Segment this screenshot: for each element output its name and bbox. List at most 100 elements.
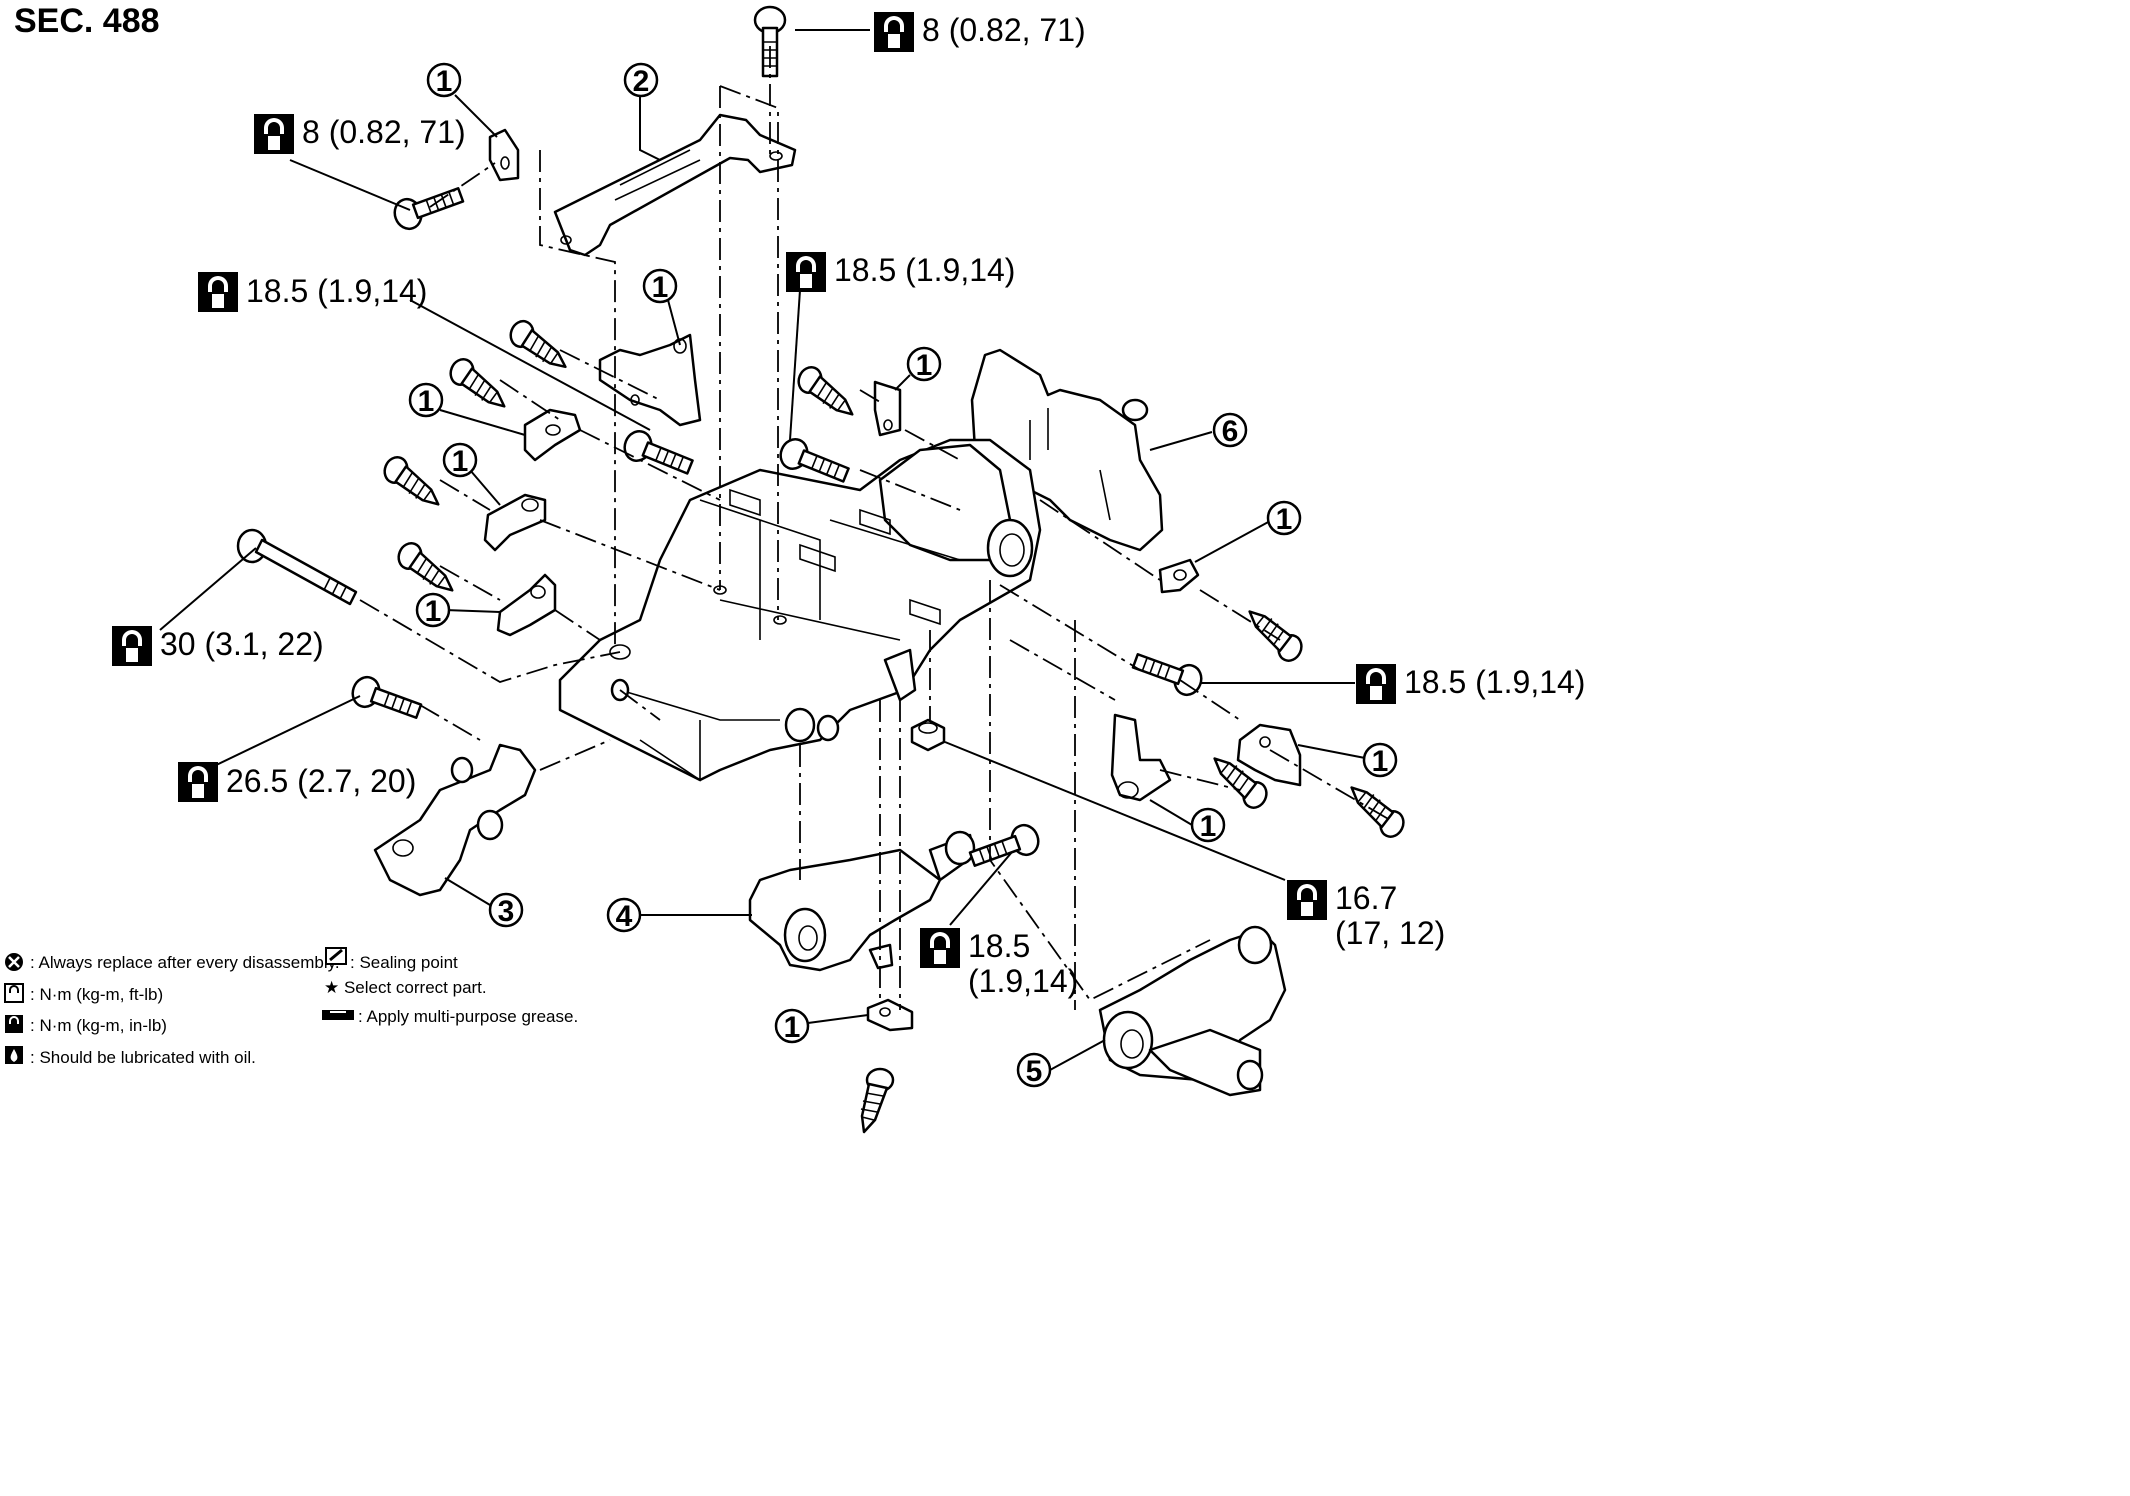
solenoid-part [1098,925,1287,1097]
right-bolt [1128,645,1207,700]
replace-icon [8,956,20,968]
torque-top: 8 (0.82, 71) [874,12,1086,52]
callout-1-center-lower: 1 [1190,807,1226,843]
svg-text:30 (3.1, 22): 30 (3.1, 22) [160,626,324,662]
callout-1-top: 1 [426,62,462,98]
legend-oil: : Should be lubricated with oil. [5,1046,256,1067]
bolt-center-left [619,425,697,483]
bracket-clip-left-2 [483,493,547,552]
screw-a [503,316,577,371]
callout-1-right: 1 [1266,500,1302,536]
part-callouts: 1 2 1 1 1 1 1 6 1 1 1 3 4 1 5 [408,62,1398,1088]
svg-text:★ Select correct part.: ★ Select correct part. [324,978,487,997]
legend-replace: : Always replace after every disassembly… [5,953,340,972]
bracket-clip-center-lower [1110,713,1172,802]
screw-c [377,452,451,509]
svg-text:1: 1 [916,349,933,382]
wrench-torque-inlb-icon [254,114,294,154]
bracket-clip-bottom [866,998,914,1032]
callout-6: 6 [1212,412,1248,448]
svg-text:2: 2 [633,65,650,98]
screw-right-3 [1338,783,1412,842]
main-frame [558,438,1042,782]
torque-nut: 16.7 (17, 12) [1287,880,1445,951]
svg-text:: Always replace after every d: : Always replace after every disassembly… [30,953,340,972]
callout-1-left-1: 1 [408,382,444,418]
legend-nm-ft: : N·m (kg-m, ft-lb) [4,983,163,1004]
flange-nut [910,718,946,752]
callout-1-upper-center: 1 [642,268,678,304]
bracket-clip-right-lower [1236,723,1302,787]
legend-select: ★ Select correct part. [324,978,487,997]
callout-3: 3 [488,892,524,928]
bracket-part [553,113,797,257]
torque-right-bolt: 18.5 (1.9,14) [1356,664,1585,704]
callout-1-left-3: 1 [415,592,451,628]
screw-d [391,538,465,595]
section-title: SEC. 488 [14,2,160,40]
screw-e [791,362,865,419]
svg-text:: Sealing point: : Sealing point [350,953,458,972]
assembly-lines [359,46,1391,1010]
svg-text:1: 1 [784,1011,801,1044]
svg-text:1: 1 [436,65,453,98]
bracket-clip-left-1 [523,408,582,462]
torque-left: 8 (0.82, 71) [254,114,466,154]
svg-text:1: 1 [418,385,435,418]
legend: : Always replace after every disassembly… [4,947,578,1067]
svg-text:(1.9,14): (1.9,14) [968,963,1078,999]
joint-bolt [347,672,426,727]
torque-motor-bolt: 18.5 (1.9,14) [920,928,1078,999]
joint-part [373,743,537,897]
screw-right-1 [1236,607,1310,666]
callout-4: 4 [606,897,642,933]
svg-text:18.5 (1.9,14): 18.5 (1.9,14) [246,273,427,309]
torque-long-bolt: 30 (3.1, 22) [112,626,324,666]
callout-1-bottom: 1 [774,1008,810,1044]
svg-text:: Should be lubricated with oi: : Should be lubricated with oil. [30,1048,256,1067]
svg-text:4: 4 [616,900,633,933]
svg-text:26.5 (2.7, 20): 26.5 (2.7, 20) [226,763,416,799]
svg-text:1: 1 [1276,503,1293,536]
torque-upper-left: 18.5 (1.9,14) [198,272,427,312]
svg-text:1: 1 [452,445,469,478]
callout-5: 5 [1016,1052,1052,1088]
svg-text:8 (0.82, 71): 8 (0.82, 71) [302,114,466,150]
svg-text:6: 6 [1222,415,1239,448]
wrench-torque-icon [1287,880,1327,920]
svg-text:18.5 (1.9,14): 18.5 (1.9,14) [1404,664,1585,700]
svg-text:1: 1 [652,271,669,304]
svg-text:8 (0.82, 71): 8 (0.82, 71) [922,12,1086,48]
bracket-clip-upper-center [598,333,702,427]
leader-lines [159,29,1366,1071]
svg-text:18.5 (1.9,14): 18.5 (1.9,14) [834,252,1015,288]
callout-1-right-upper: 1 [906,346,942,382]
svg-text:: N·m (kg-m, ft-lb): : N·m (kg-m, ft-lb) [30,985,163,1004]
wrench-torque-icon [786,252,826,292]
svg-text:1: 1 [425,595,442,628]
svg-text:1: 1 [1200,810,1217,843]
wrench-torque-inlb-icon [874,12,914,52]
bracket-clip-right [1158,558,1200,594]
legend-nm-in: : N·m (kg-m, in-lb) [5,1015,167,1035]
svg-text:5: 5 [1026,1055,1043,1088]
svg-text:(17, 12): (17, 12) [1335,915,1445,951]
legend-grease: : Apply multi-purpose grease. [322,1007,578,1026]
callout-1-right-lower: 1 [1362,742,1398,778]
svg-text:: Apply multi-purpose grease.: : Apply multi-purpose grease. [358,1007,578,1026]
callout-2: 2 [623,62,659,98]
wrench-torque-icon [112,626,152,666]
wrench-torque-icon [198,272,238,312]
actuator-part [748,830,977,972]
bracket-clip-left-3 [496,573,557,637]
motor-bolt [965,820,1044,875]
wrench-torque-icon [1356,664,1396,704]
screw-bottom [859,1067,895,1134]
torque-upper-center: 18.5 (1.9,14) [786,252,1015,292]
wrench-torque-icon [920,928,960,968]
svg-text:16.7: 16.7 [1335,880,1397,916]
bracket-clip-top [488,128,520,182]
svg-text:: N·m (kg-m, in-lb): : N·m (kg-m, in-lb) [30,1016,167,1035]
wrench-torque-icon [178,762,218,802]
